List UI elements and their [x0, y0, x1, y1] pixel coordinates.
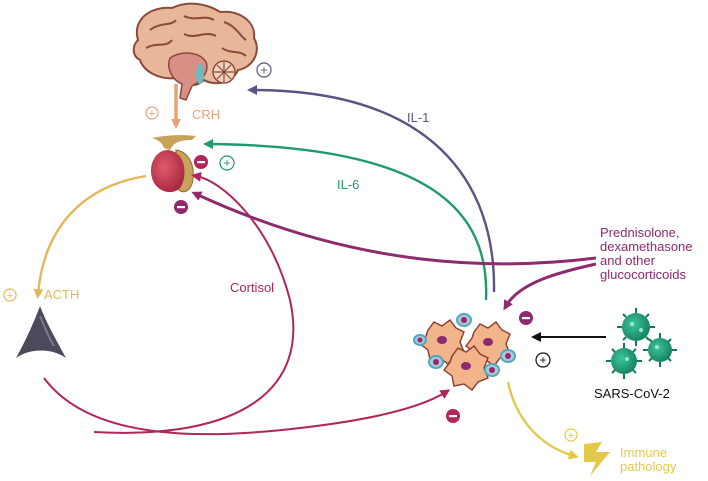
acth-arrow: [33, 174, 147, 299]
pituitary-minus-bar: [197, 161, 205, 164]
pituitary-gland-icon: [150, 135, 196, 193]
lightning-icon: [584, 442, 610, 476]
immune-plus-sign: [564, 428, 578, 442]
immune-plus-text: +: [568, 430, 574, 442]
cortisol-arrow-to-pituitary: [93, 171, 295, 434]
gluco-label: Prednisolone, dexamethasone and other gl…: [600, 225, 696, 282]
virus-plus-sign: [535, 352, 551, 368]
acth-label: ACTH: [44, 287, 79, 302]
brain-icon: [132, 2, 258, 101]
gluco-arrow-to-immune: [503, 262, 597, 311]
immune-pathology-label: Immune pathology: [620, 445, 677, 474]
cortisol-arrow-to-immune: [43, 377, 451, 436]
adrenal-gland-icon: [16, 306, 66, 358]
cortisol-minus-bar: [449, 415, 457, 418]
virus-plus-text: +: [539, 353, 546, 367]
il6-arrow: [203, 139, 488, 301]
il6-plus-sign: [219, 155, 235, 171]
il1-plus-text: +: [260, 63, 267, 77]
il1-plus-sign: [256, 62, 272, 78]
adrenal-highlight: [39, 315, 55, 347]
il1-label: IL-1: [407, 110, 429, 125]
gluco-arrow-to-pituitary: [191, 191, 597, 266]
virus-icon: [606, 308, 677, 379]
crh-plus-text: +: [149, 108, 155, 120]
acth-plus-sign: [3, 288, 17, 302]
immune-pathology-arrow: [506, 381, 579, 460]
crh-plus-sign: [145, 106, 159, 120]
il1-arrow: [247, 85, 496, 293]
acth-plus-text: +: [7, 290, 13, 302]
gluco-minus-bar-pituitary: [177, 206, 185, 209]
il6-plus-text: +: [223, 156, 230, 170]
il6-label: IL-6: [337, 177, 359, 192]
crh-label: CRH: [192, 107, 220, 122]
cortisol-label: Cortisol: [230, 280, 274, 295]
gluco-minus-bar-immune: [522, 317, 530, 320]
virus-label: SARS-CoV-2: [594, 386, 670, 401]
immune-cells-icon: [413, 313, 516, 391]
